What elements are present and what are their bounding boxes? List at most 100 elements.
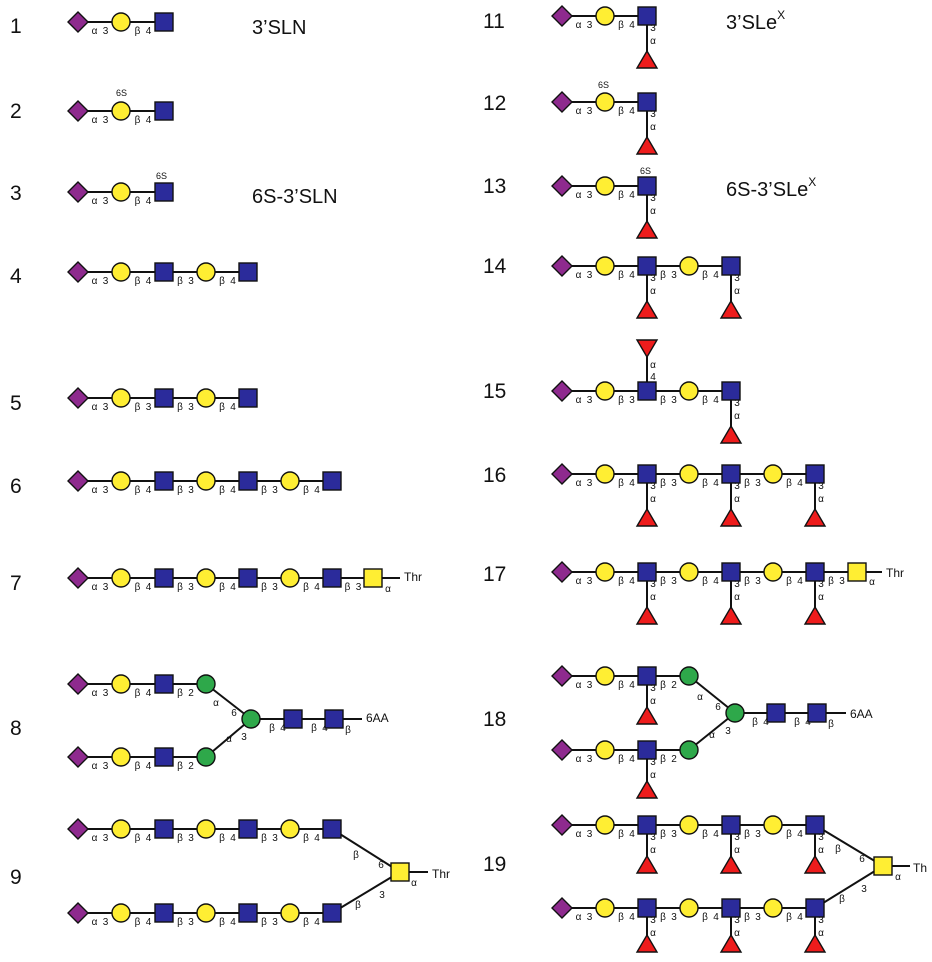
linkage-label: α bbox=[650, 36, 656, 47]
linkage-label: 4 bbox=[629, 754, 635, 765]
linkage-label: 3 bbox=[103, 485, 109, 496]
yellow-circle-icon bbox=[111, 388, 131, 408]
linkage-label: 6 bbox=[231, 708, 237, 719]
linkage-label: β bbox=[177, 485, 183, 496]
linkage-label: 3 bbox=[818, 832, 824, 843]
linkage-label: 3 bbox=[188, 276, 194, 287]
linkage-label: β bbox=[660, 754, 666, 765]
sulfate-label: 6S bbox=[598, 80, 609, 90]
linkage-label: β bbox=[135, 917, 141, 928]
linkage-label: 4 bbox=[146, 276, 152, 287]
linkage-label: β bbox=[353, 850, 359, 861]
red-triangle-icon bbox=[719, 933, 743, 953]
yellow-circle-icon bbox=[111, 182, 131, 202]
linkage-label: 3 bbox=[188, 485, 194, 496]
yellow-circle-icon bbox=[595, 6, 615, 26]
green-circle-icon bbox=[196, 747, 216, 767]
purple-diamond-icon bbox=[67, 746, 89, 768]
linkage-label: β bbox=[261, 582, 267, 593]
purple-diamond-icon bbox=[551, 897, 573, 919]
yellow-circle-icon bbox=[595, 256, 615, 276]
linkage-label: β bbox=[618, 912, 624, 923]
yellow-square-icon bbox=[390, 862, 410, 882]
linkage-label: β bbox=[618, 680, 624, 691]
yellow-circle-icon bbox=[196, 262, 216, 282]
yellow-circle-icon bbox=[111, 101, 131, 121]
linkage-label: α bbox=[576, 754, 582, 765]
yellow-circle-icon bbox=[679, 562, 699, 582]
threonine-label: Thr bbox=[886, 566, 904, 580]
linkage-label: β bbox=[618, 106, 624, 117]
linkage-label: β bbox=[828, 719, 834, 730]
linkage-label: 3 bbox=[272, 485, 278, 496]
linkage-label: β bbox=[786, 912, 792, 923]
linkage-label: α bbox=[92, 917, 98, 928]
purple-diamond-icon bbox=[67, 100, 89, 122]
yellow-circle-icon bbox=[763, 898, 783, 918]
purple-diamond-icon bbox=[67, 470, 89, 492]
linkage-label: 4 bbox=[713, 395, 719, 406]
yellow-circle-icon bbox=[196, 388, 216, 408]
linkage-label: 4 bbox=[230, 485, 236, 496]
linkage-label: β bbox=[618, 829, 624, 840]
structure-number: 15 bbox=[483, 380, 506, 403]
linkage-label: α bbox=[92, 761, 98, 772]
blue-square-icon bbox=[805, 562, 825, 582]
linkage-label: β bbox=[303, 485, 309, 496]
linkage-label: 4 bbox=[314, 582, 320, 593]
linkage-label: 3 bbox=[734, 832, 740, 843]
linkage-label: α bbox=[818, 494, 824, 505]
yellow-circle-icon bbox=[763, 464, 783, 484]
linkage-label: β bbox=[345, 582, 351, 593]
linkage-label: β bbox=[660, 576, 666, 587]
linkage-label: β bbox=[261, 917, 267, 928]
compound-name-superscript: X bbox=[808, 175, 816, 189]
linkage-label: 3 bbox=[241, 732, 247, 743]
linkage-label: α bbox=[650, 928, 656, 939]
linkage-label: 4 bbox=[797, 478, 803, 489]
purple-diamond-icon bbox=[551, 380, 573, 402]
blue-square-icon bbox=[238, 262, 258, 282]
linkage-label: β bbox=[177, 688, 183, 699]
blue-square-icon bbox=[637, 815, 657, 835]
linkage-label: β bbox=[177, 761, 183, 772]
structure-number: 13 bbox=[483, 175, 506, 198]
linkage-label: 3 bbox=[629, 395, 635, 406]
linkage-label: 3 bbox=[272, 582, 278, 593]
linkage-label: 3 bbox=[671, 395, 677, 406]
linkage-label: 4 bbox=[629, 680, 635, 691]
linkage-label: 3 bbox=[818, 481, 824, 492]
blue-square-icon bbox=[721, 256, 741, 276]
compound-name: 6S-3’SLeX bbox=[726, 175, 816, 201]
linkage-label: 4 bbox=[146, 485, 152, 496]
blue-square-icon bbox=[322, 568, 342, 588]
linkage-label: α bbox=[734, 494, 740, 505]
blue-square-icon bbox=[238, 388, 258, 408]
linkage-label: β bbox=[303, 917, 309, 928]
threonine-label: Thr bbox=[404, 570, 422, 584]
linkage-label: β bbox=[702, 912, 708, 923]
linkage-label: β bbox=[744, 829, 750, 840]
purple-diamond-icon bbox=[551, 5, 573, 27]
purple-diamond-icon bbox=[67, 261, 89, 283]
blue-square-icon bbox=[154, 747, 174, 767]
linkage-label: 4 bbox=[146, 761, 152, 772]
linkage-label: β bbox=[702, 829, 708, 840]
linkage-label: 3 bbox=[587, 20, 593, 31]
yellow-square-icon bbox=[873, 856, 893, 876]
linkage-label: 3 bbox=[103, 26, 109, 37]
linkage-label: 4 bbox=[146, 196, 152, 207]
blue-square-icon bbox=[637, 176, 657, 196]
blue-square-icon bbox=[238, 819, 258, 839]
purple-diamond-icon bbox=[67, 181, 89, 203]
compound-name-main: 3’SLe bbox=[726, 12, 777, 34]
linkage-label: 4 bbox=[797, 912, 803, 923]
linkage-label: β bbox=[839, 894, 845, 905]
purple-diamond-icon bbox=[67, 11, 89, 33]
linkage-label: β bbox=[135, 688, 141, 699]
linkage-label: β bbox=[660, 395, 666, 406]
red-triangle-icon bbox=[719, 299, 743, 319]
purple-diamond-icon bbox=[67, 387, 89, 409]
